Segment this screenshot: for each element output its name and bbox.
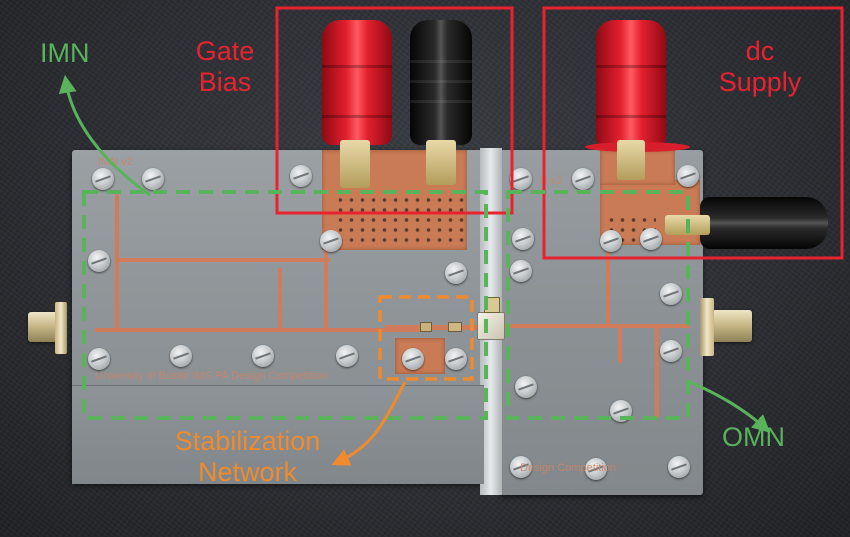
dc-supply-box <box>542 6 844 260</box>
imn-arrow <box>58 74 151 197</box>
gate-red-lug <box>340 140 370 188</box>
gate-bias-line1: Gate <box>195 36 255 66</box>
screw <box>512 228 534 250</box>
screw <box>668 456 690 478</box>
omn-horizontal-trace <box>500 324 690 328</box>
screw <box>585 458 607 480</box>
gate-bias-label: Gate Bias <box>180 36 270 98</box>
dc-red-lug <box>617 140 645 180</box>
silk-right-tag: N v2 <box>540 175 563 187</box>
stab-trace <box>385 325 480 330</box>
dc-black-binding-post <box>700 197 828 249</box>
gate-bias-box <box>275 6 514 215</box>
screw <box>402 348 424 370</box>
gate-via-grid <box>335 195 465 247</box>
imn-upper-trace <box>115 258 330 262</box>
screw <box>252 345 274 367</box>
screw <box>660 340 682 362</box>
input-sma-connector <box>28 312 60 342</box>
dc-supply-label: dc Supply <box>700 36 820 98</box>
screw <box>445 262 467 284</box>
screw <box>510 260 532 282</box>
screw <box>170 345 192 367</box>
stabilization-line2: Network <box>197 457 298 487</box>
omn-label: OMN <box>722 422 785 452</box>
screw <box>510 456 532 478</box>
lower-plate <box>72 385 484 484</box>
imn-label: IMN <box>40 38 90 68</box>
screw <box>515 376 537 398</box>
screw <box>88 250 110 272</box>
screw <box>336 345 358 367</box>
imn-left-stub <box>115 193 119 331</box>
output-sma-flange <box>700 298 714 356</box>
silk-left-bottom: University of Bristol IMS PA Design Comp… <box>95 370 328 382</box>
omn-right-stub <box>655 328 659 418</box>
dc-supply-line2: Supply <box>718 67 802 97</box>
gate-red-binding-post <box>322 20 392 145</box>
omn-arrow <box>689 380 771 433</box>
stabilization-line1: Stabilization <box>174 426 321 456</box>
input-sma-flange <box>55 302 67 354</box>
omn-dashed-box <box>506 190 690 420</box>
dc-supply-line1: dc <box>745 36 775 66</box>
stabilization-arrow <box>331 381 407 466</box>
capacitor <box>420 322 432 332</box>
imn-dashed-box <box>82 190 488 420</box>
capacitor <box>448 322 462 332</box>
screw <box>660 283 682 305</box>
silk-right-bottom: Design Competition <box>520 462 616 474</box>
omn-stub <box>618 328 622 363</box>
imn-bias-line <box>324 243 328 331</box>
screw <box>510 168 532 190</box>
screw <box>320 230 342 252</box>
screw <box>572 168 594 190</box>
screw <box>445 348 467 370</box>
screw <box>142 168 164 190</box>
screw <box>92 168 114 190</box>
gate-black-binding-post <box>410 20 472 145</box>
imn-stub-2 <box>278 268 282 330</box>
screw <box>677 165 699 187</box>
screw <box>290 165 312 187</box>
screw <box>88 348 110 370</box>
output-sma-connector <box>712 310 752 342</box>
gate-black-lug <box>426 140 456 185</box>
stabilization-label: Stabilization Network <box>160 426 335 488</box>
gate-bias-line2: Bias <box>198 67 252 97</box>
screw <box>600 230 622 252</box>
imn-horizontal-trace <box>95 328 425 332</box>
dc-red-binding-post <box>596 20 666 148</box>
stabilization-dashed-box <box>378 295 474 381</box>
omn-vertical-trace <box>606 226 610 328</box>
screw <box>640 228 662 250</box>
